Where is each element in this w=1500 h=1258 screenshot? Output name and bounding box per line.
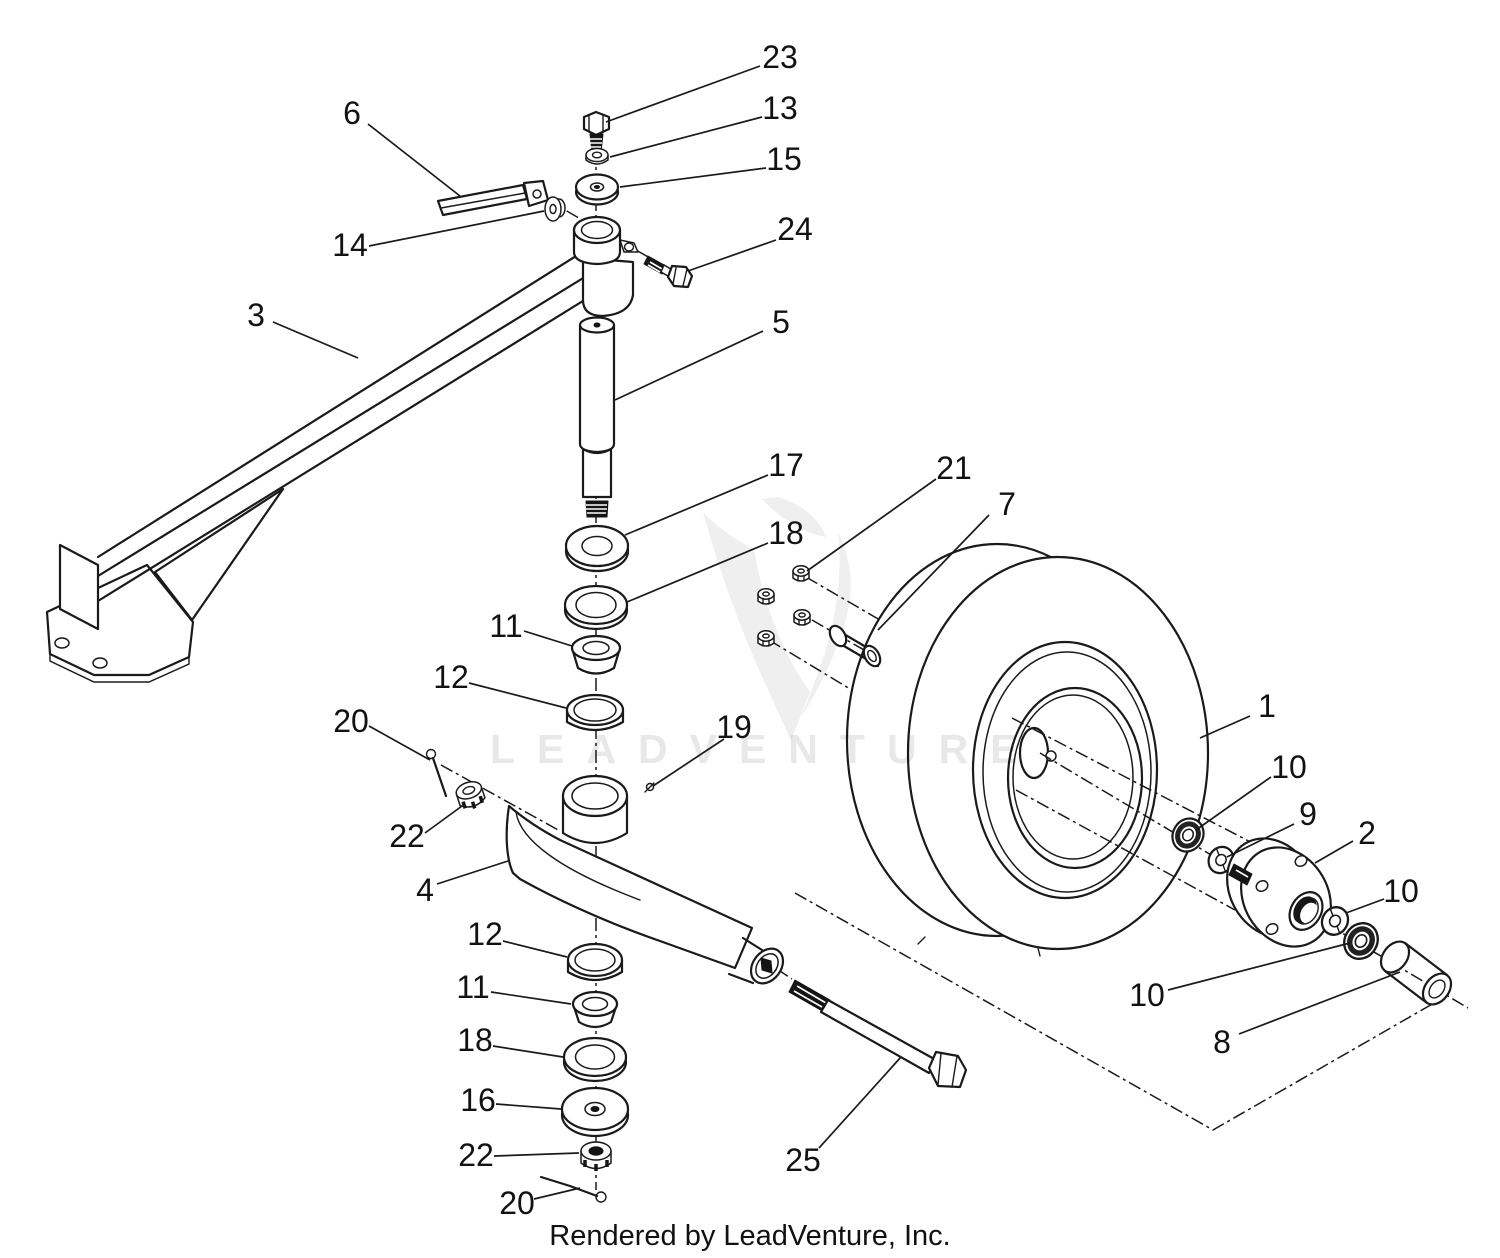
callout-leader-1 bbox=[1199, 715, 1251, 739]
callout-leader-12 bbox=[502, 940, 568, 958]
callout-leader-20 bbox=[533, 1187, 581, 1200]
callout-label-24: 24 bbox=[777, 211, 813, 247]
part-castle-nut-22-top bbox=[455, 780, 486, 809]
callout-leader-10 bbox=[1167, 942, 1351, 991]
callout-leader-23 bbox=[605, 65, 761, 123]
callout-label-11: 11 bbox=[489, 608, 522, 644]
callout-leader-6 bbox=[367, 123, 461, 197]
callout-leader-12 bbox=[468, 682, 567, 709]
part-washer-14 bbox=[544, 196, 566, 222]
callout-label-11: 11 bbox=[456, 969, 489, 1005]
callout-label-14: 14 bbox=[332, 227, 368, 263]
callout-label-6: 6 bbox=[343, 95, 361, 131]
callout-leader-20 bbox=[368, 725, 431, 761]
callout-label-22: 22 bbox=[389, 818, 425, 854]
callout-label-4: 4 bbox=[416, 872, 434, 908]
callout-label-18: 18 bbox=[768, 515, 804, 551]
callout-leader-25 bbox=[818, 1056, 902, 1149]
callout-leader-8 bbox=[1238, 971, 1401, 1035]
callout-leader-24 bbox=[687, 239, 777, 272]
callout-leader-4 bbox=[436, 860, 509, 885]
callout-label-2: 2 bbox=[1358, 815, 1376, 851]
callout-leader-10 bbox=[1195, 776, 1272, 831]
callout-label-3: 3 bbox=[247, 297, 265, 333]
part-cotter-pin-20-top bbox=[425, 748, 448, 798]
callout-leader-13 bbox=[609, 116, 763, 158]
part-grease-fitting-19 bbox=[644, 782, 655, 793]
callout-leader-11 bbox=[523, 630, 573, 647]
callout-label-12: 12 bbox=[467, 916, 503, 952]
callout-leader-16 bbox=[495, 1103, 562, 1110]
part-fork bbox=[505, 774, 785, 985]
callout-label-23: 23 bbox=[762, 39, 798, 75]
callout-leader-15 bbox=[619, 167, 767, 188]
callout-label-9: 9 bbox=[1299, 796, 1317, 832]
callout-leader-22 bbox=[493, 1152, 580, 1157]
callout-label-15: 15 bbox=[766, 141, 802, 177]
callout-label-22: 22 bbox=[458, 1137, 494, 1173]
callout-leader-2 bbox=[1314, 840, 1354, 864]
callout-leader-21 bbox=[806, 478, 937, 572]
part-washer-15 bbox=[574, 173, 620, 206]
callout-label-21: 21 bbox=[936, 450, 972, 486]
part-bolt-23 bbox=[582, 110, 611, 153]
callout-label-5: 5 bbox=[772, 304, 790, 340]
part-cotter-pin-20-bottom bbox=[539, 1175, 607, 1203]
callout-label-20: 20 bbox=[333, 703, 369, 739]
callout-label-1: 1 bbox=[1258, 688, 1276, 724]
part-bearing-cup-11-bottom bbox=[571, 990, 619, 1029]
callout-label-12: 12 bbox=[433, 659, 469, 695]
callout-leader-19 bbox=[652, 738, 725, 787]
callout-label-18: 18 bbox=[457, 1022, 493, 1058]
part-washer-18 bbox=[563, 584, 629, 631]
callout-label-8: 8 bbox=[1213, 1024, 1231, 1060]
part-pivot-collar bbox=[572, 215, 639, 318]
part-arm bbox=[45, 249, 614, 683]
callout-label-17: 17 bbox=[768, 447, 804, 483]
part-nut-13 bbox=[585, 147, 609, 165]
callout-leader-22 bbox=[424, 805, 463, 834]
leadventure-flame-watermark bbox=[703, 497, 851, 741]
part-washer-18-bottom bbox=[562, 1036, 628, 1083]
callout-label-10: 10 bbox=[1383, 873, 1419, 909]
part-race-12 bbox=[565, 693, 625, 732]
part-hub-2 bbox=[1226, 837, 1332, 948]
part-bearing-cup-11 bbox=[570, 634, 622, 675]
callout-leader-5 bbox=[614, 330, 764, 401]
part-spacer-8 bbox=[1379, 940, 1453, 1006]
part-castle-nut-22-bottom bbox=[580, 1141, 612, 1171]
callout-leader-17 bbox=[624, 474, 769, 536]
callout-leader-7 bbox=[877, 514, 990, 631]
part-axle-bolt-25 bbox=[788, 979, 968, 1089]
callout-leader-11 bbox=[490, 991, 572, 1005]
footer-text: Rendered by LeadVenture, Inc. bbox=[549, 1220, 950, 1252]
callout-leader-18 bbox=[626, 542, 769, 603]
callout-label-16: 16 bbox=[460, 1082, 496, 1118]
part-lever bbox=[436, 179, 550, 217]
part-race-12-bottom bbox=[566, 942, 624, 982]
callout-label-20: 20 bbox=[499, 1185, 535, 1221]
callout-leader-9 bbox=[1226, 823, 1295, 858]
part-bolt-24 bbox=[643, 255, 694, 289]
part-washer-17 bbox=[564, 524, 630, 573]
watermark-text: LEADVENTURE bbox=[490, 726, 1040, 772]
callout-label-25: 25 bbox=[785, 1142, 821, 1178]
callout-label-10: 10 bbox=[1129, 977, 1165, 1013]
callout-label-19: 19 bbox=[716, 709, 752, 745]
callout-leader-14 bbox=[368, 210, 545, 247]
callout-leader-3 bbox=[272, 321, 359, 359]
callout-label-10: 10 bbox=[1271, 749, 1307, 785]
part-spindle bbox=[578, 316, 616, 518]
part-spacer-7 bbox=[828, 624, 882, 668]
callout-leader-10 bbox=[1345, 898, 1385, 914]
callout-leader-18 bbox=[492, 1045, 564, 1058]
part-washer-16 bbox=[560, 1086, 630, 1138]
callout-label-13: 13 bbox=[762, 90, 798, 126]
callout-label-7: 7 bbox=[998, 486, 1016, 522]
